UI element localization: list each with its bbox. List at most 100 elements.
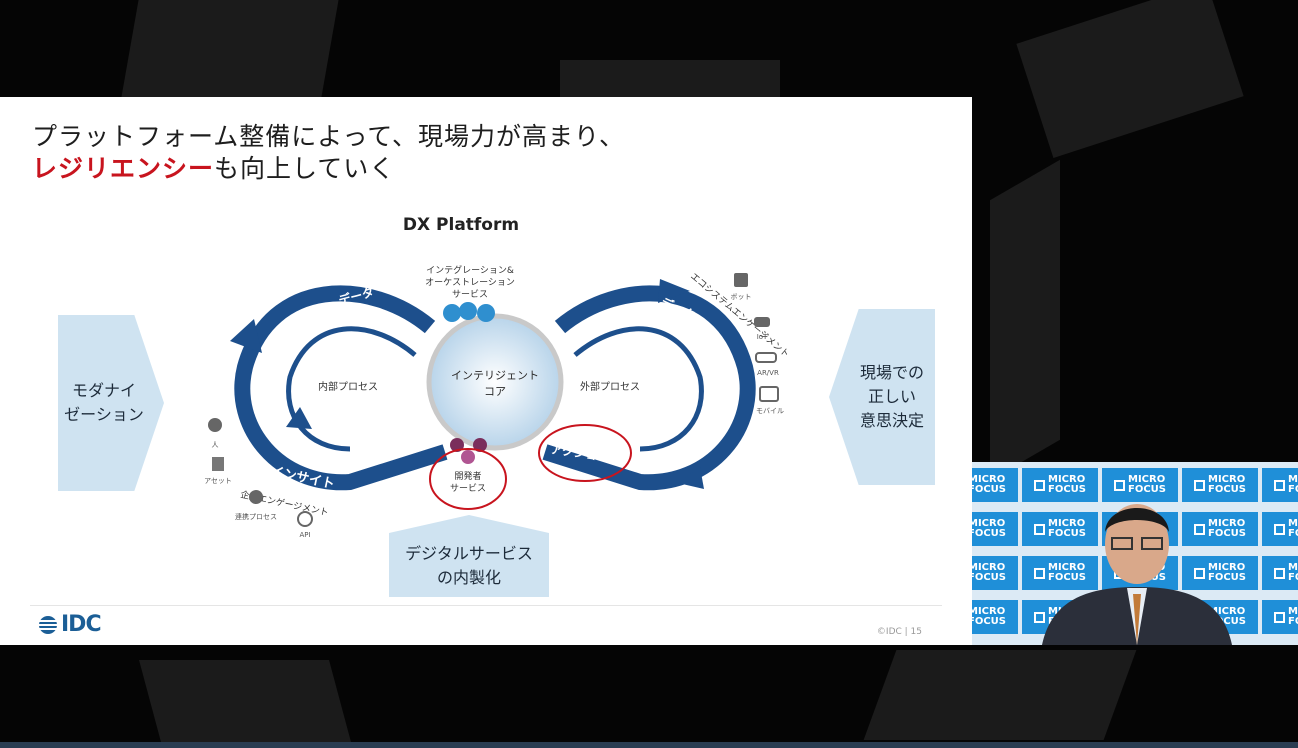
headline-line2: レジリエンシーも向上していく [32, 153, 625, 185]
micro-focus-square-icon [1194, 479, 1205, 491]
micro-focus-text-line: MICRO [1288, 562, 1298, 573]
micro-focus-square-icon [1034, 479, 1045, 491]
micro-focus-text-line: FOCUS [1048, 528, 1086, 539]
micro-focus-text-line: MICRO [1208, 606, 1246, 617]
arrow-head [286, 407, 312, 429]
top-label-line: インテグレーション& [426, 264, 514, 276]
micro-focus-text-line: MICRO [1288, 474, 1298, 485]
micro-focus-text-line: MICRO [972, 474, 1006, 485]
right-icon-label: ボット [731, 293, 752, 301]
api-icon [297, 511, 313, 527]
top-label-line: オーケストレーション [425, 277, 515, 288]
micro-focus-text-line: MICRO [1208, 474, 1246, 485]
right-chevron: 現場での 正しい 意思決定 [829, 309, 935, 485]
micro-focus-text-line: FOCUS [972, 484, 1006, 495]
gear-icon [473, 438, 487, 452]
headline-accent: レジリエンシー [32, 154, 215, 183]
bottom-bar [0, 742, 1298, 748]
bottom-chevron-line: の内製化 [436, 568, 501, 587]
person-icon [208, 418, 222, 432]
micro-focus-text-line: FOCUS [972, 528, 1006, 539]
micro-focus-square-icon [1034, 611, 1045, 623]
micro-focus-text-line: FOCUS [1128, 484, 1166, 495]
micro-focus-square-icon [1274, 611, 1285, 623]
diagram-title: DX Platform [402, 215, 520, 235]
red-annotation-circle [538, 424, 632, 482]
gear-icon [461, 450, 475, 464]
left-icon-label: 人 [212, 441, 219, 449]
gear-icon [249, 490, 263, 504]
right-chevron-line: 意思決定 [859, 411, 924, 430]
right-chevron-line: 現場での [859, 363, 924, 382]
core-label-line: コア [484, 385, 506, 398]
red-annotation-circle [429, 448, 507, 510]
bottom-chevron: デジタルサービス の内製化 [389, 515, 549, 597]
right-icon-label: モバイル [756, 407, 784, 415]
micro-focus-text-line: MICRO [1208, 562, 1246, 573]
background-shape [560, 60, 780, 97]
right-icon-label: IoT [757, 333, 768, 341]
inner-left-label: 内部プロセス [318, 380, 378, 393]
left-chevron-line: モダナイ [71, 381, 136, 400]
left-loop-inner [286, 326, 417, 452]
arrow-head [678, 467, 704, 489]
micro-focus-text-line: MICRO [1048, 474, 1086, 485]
right-icon-label: AR/VR [757, 369, 779, 377]
background-shape [863, 650, 1137, 740]
gear-icon [477, 304, 495, 322]
micro-focus-text-line: FOCUS [1048, 484, 1086, 495]
micro-focus-text-line: FOCUS [972, 572, 1006, 583]
micro-focus-text-line: FOCUS [972, 616, 1006, 627]
micro-focus-text-line: FOCUS [1208, 572, 1246, 583]
intelligent-core [426, 313, 564, 451]
micro-focus-square-icon [1274, 567, 1285, 579]
left-icon-label: API [299, 531, 310, 539]
micro-focus-text-line: MICRO [1048, 562, 1086, 573]
micro-focus-square-icon [1274, 479, 1285, 491]
background-shape [121, 0, 339, 97]
micro-focus-text-line: FOCUS [1208, 484, 1246, 495]
bottom-label-line: サービス [450, 483, 486, 494]
background-shape [990, 159, 1060, 481]
micro-focus-text-line: MICRO [972, 606, 1006, 617]
speaker-video: MICROFOCUSMICROFOCUSMICROFOCUSMICROFOCUS… [972, 462, 1298, 645]
right-loop-inner [573, 326, 704, 452]
left-loop-outer [234, 285, 448, 491]
core-label-line: インテリジェント [451, 369, 539, 382]
micro-focus-text-line: MICRO [972, 562, 1006, 573]
vr-icon [755, 352, 777, 363]
gear-icon [443, 304, 461, 322]
left-chevron-line: ゼーション [64, 405, 144, 424]
idc-globe-icon [39, 615, 57, 634]
footer-divider [30, 605, 942, 606]
micro-focus-square-icon [1194, 567, 1205, 579]
arrow-head [658, 279, 690, 303]
micro-focus-text-line: FOCUS [1288, 616, 1298, 627]
slide-headline: プラットフォーム整備によって、現場力が高まり、 レジリエンシーも向上していく [32, 121, 625, 185]
micro-focus-text-line: MICRO [1288, 518, 1298, 529]
inner-right-label: 外部プロセス [580, 380, 640, 393]
left-icon-label: 連携プロセス [235, 512, 277, 521]
micro-focus-square-icon [1194, 523, 1205, 535]
headline-line1: プラットフォーム整備によって、現場力が高まり、 [32, 122, 626, 151]
arrow-head [230, 319, 262, 353]
micro-focus-text-line: FOCUS [1288, 528, 1298, 539]
